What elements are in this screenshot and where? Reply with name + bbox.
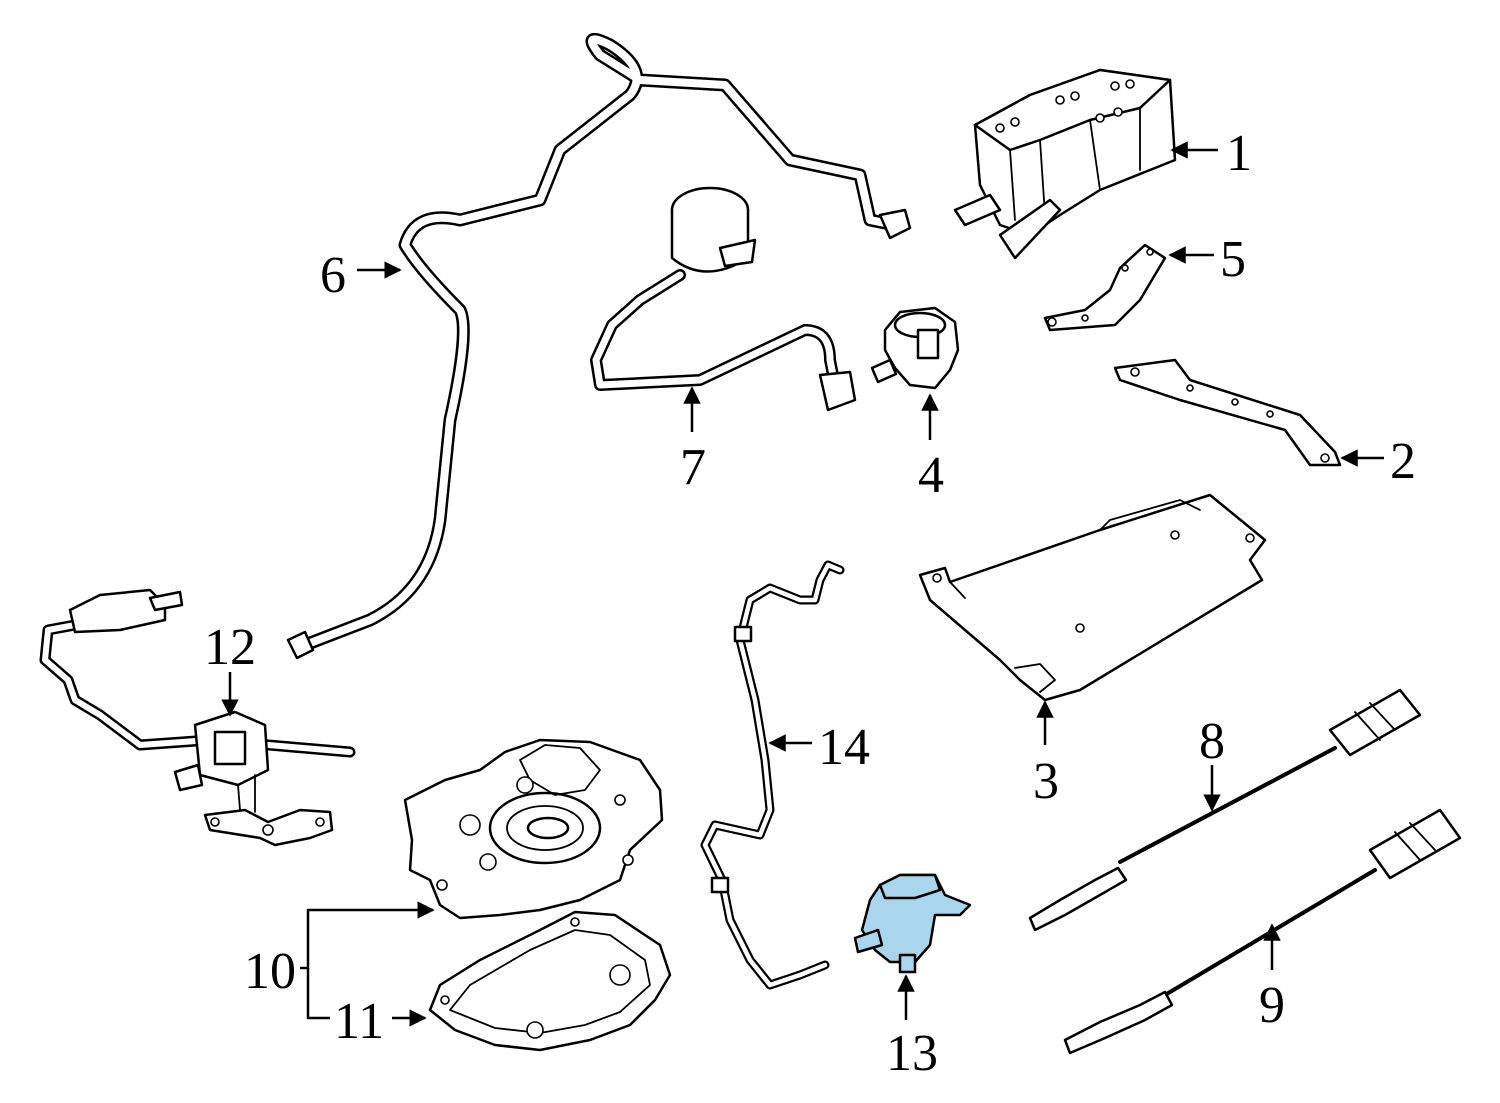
canister-part[interactable] [953, 68, 1177, 260]
callout-label: 3 [1033, 753, 1059, 810]
shield-part[interactable] [918, 493, 1267, 702]
callout-label: 13 [886, 1025, 938, 1082]
bracket-lower-part[interactable] [1113, 358, 1342, 467]
callout-3: 3 [1033, 700, 1059, 810]
callout-10: 10 [244, 901, 435, 1020]
callout-7: 7 [680, 386, 706, 496]
callout-label: 6 [320, 247, 346, 304]
callout-label: 10 [244, 943, 296, 1000]
callout-label: 11 [334, 993, 384, 1050]
solenoid-part[interactable] [853, 873, 972, 974]
oxygen-sensor-lower-part[interactable] [1063, 808, 1462, 1055]
callout-6: 6 [320, 247, 402, 304]
callout-label: 8 [1199, 713, 1225, 770]
callout-label: 7 [680, 439, 706, 496]
bracket-upper-part[interactable] [1043, 243, 1167, 332]
vacuum-line-part[interactable] [700, 560, 845, 990]
callout-4: 4 [918, 393, 944, 504]
callout-11: 11 [334, 993, 427, 1050]
module-part[interactable] [403, 738, 664, 920]
callout-13: 13 [886, 974, 938, 1082]
oxygen-sensor-upper-part[interactable] [1028, 688, 1422, 932]
callout-label: 4 [918, 447, 944, 504]
callout-12: 12 [204, 619, 256, 717]
callout-label: 5 [1220, 231, 1246, 288]
vapor-line-part[interactable] [286, 32, 912, 660]
callout-label: 1 [1226, 125, 1252, 182]
callout-9: 9 [1259, 923, 1285, 1034]
callout-8: 8 [1199, 713, 1225, 812]
gasket-part[interactable] [428, 910, 672, 1052]
vapor-hose-part[interactable] [590, 186, 857, 412]
callout-5: 5 [1168, 231, 1246, 288]
purge-valve-part[interactable] [39, 588, 356, 847]
callout-14: 14 [768, 719, 870, 776]
callout-label: 2 [1390, 433, 1416, 490]
callout-label: 14 [818, 719, 870, 776]
callout-1: 1 [1170, 125, 1252, 182]
callout-2: 2 [1340, 433, 1416, 490]
valve-part[interactable] [870, 306, 960, 390]
callout-label: 9 [1259, 977, 1285, 1034]
callout-label: 12 [204, 619, 256, 676]
